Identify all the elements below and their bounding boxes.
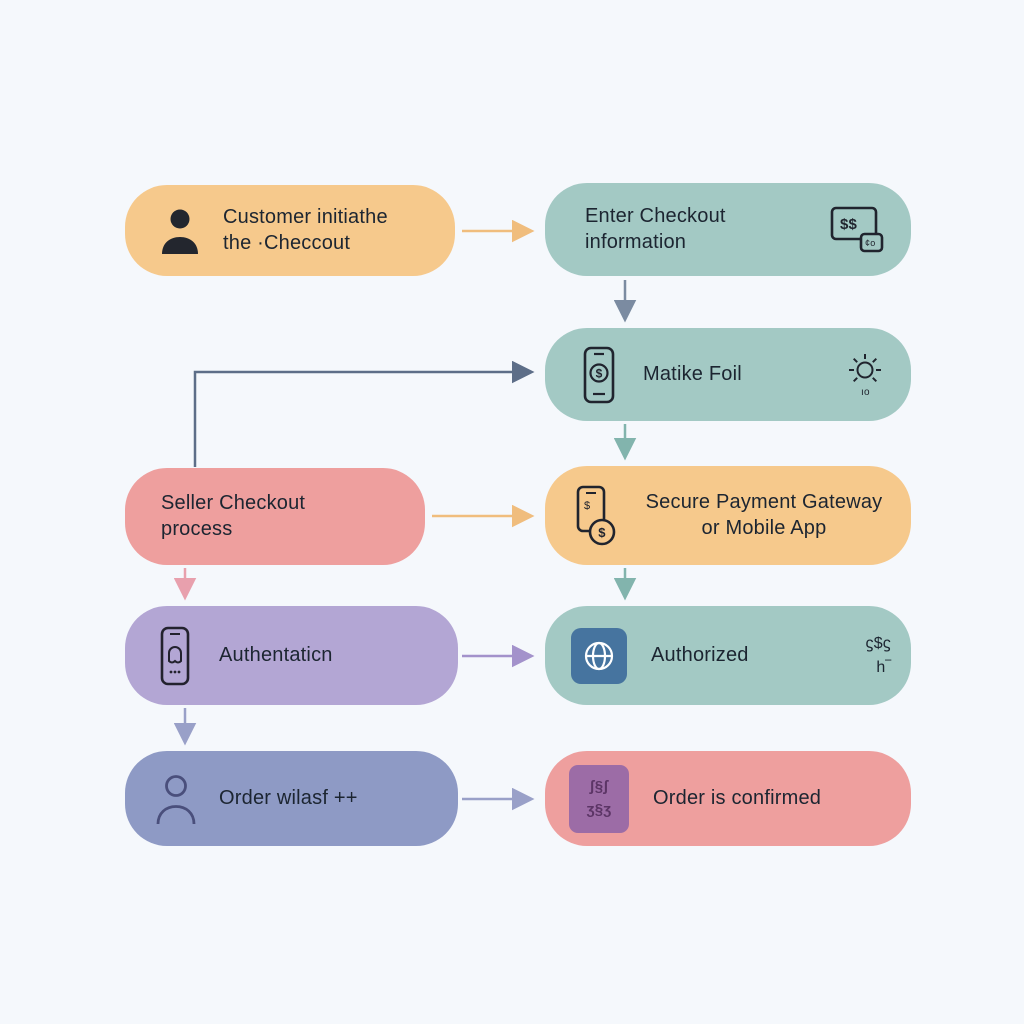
svg-text:$: $ (584, 500, 590, 512)
svg-text:$: $ (598, 525, 606, 540)
node-label: Authorized (651, 643, 749, 666)
node-label: Order wilasf ++ (219, 786, 358, 809)
phone-coin-icon: $ $ (569, 485, 621, 547)
node-order-confirmed: ʃ§ʃ ʒ§ʒ Order is confirmed (545, 751, 911, 846)
svg-text:ıo: ıo (861, 387, 870, 398)
globe-icon (571, 627, 627, 684)
person-outline-icon (153, 772, 199, 825)
node-make-foil: $ Matike Foil ıo (545, 328, 911, 421)
node-label: Matike Foil (643, 362, 742, 385)
payment-terminal-icon: $$ ¢o (829, 205, 887, 255)
person-icon (159, 207, 201, 254)
svg-text:$: $ (596, 366, 603, 380)
phone-payment-icon: $ (579, 345, 619, 405)
node-enter-checkout: Enter Checkout information $$ ¢o (545, 183, 911, 276)
node-authentication: Authentaticn (125, 606, 458, 705)
node-secure-gateway: $ $ Secure Payment Gateway or Mobile App (545, 466, 911, 565)
node-seller-checkout: Seller Checkout process (125, 468, 425, 565)
svg-text:¢o: ¢o (865, 238, 875, 248)
node-label: Enter Checkout information (585, 204, 726, 253)
decorative-glyphs: ϛ$ϛ h‾ (865, 634, 891, 676)
node-label: Customer initiathe the ·Checcout (223, 205, 388, 254)
node-order: Order wilasf ++ (125, 751, 458, 846)
node-label: Authentaticn (219, 643, 333, 666)
node-label: Order is confirmed (653, 786, 822, 809)
phone-lock-icon (155, 625, 195, 687)
node-label: Seller Checkout process (161, 491, 306, 540)
node-label: Secure Payment Gateway or Mobile App (645, 490, 883, 539)
node-customer-initiates: Customer initiathe the ·Checcout (125, 185, 455, 276)
ornament-glyphs: ʃ§ʃ ʒ§ʒ (586, 778, 612, 818)
sun-icon: ıo (841, 350, 889, 400)
arrow-elbow-to-make (193, 360, 535, 467)
ornament-icon: ʃ§ʃ ʒ§ʒ (569, 764, 629, 833)
node-authorized: Authorized ϛ$ϛ h‾ (545, 606, 911, 705)
svg-text:$$: $$ (840, 216, 858, 233)
